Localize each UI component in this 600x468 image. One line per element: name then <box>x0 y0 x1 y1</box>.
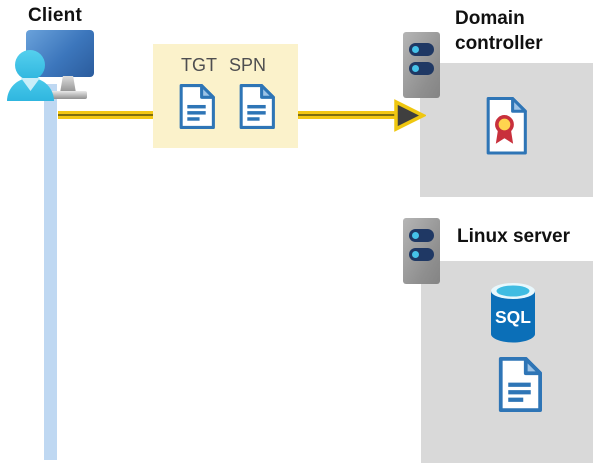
linux-server-server-icon <box>403 218 440 284</box>
linux-server-label: Linux server <box>457 226 570 247</box>
server-bar <box>409 62 434 75</box>
spn-label: SPN <box>229 55 267 75</box>
client-timeline-bar <box>44 84 57 460</box>
domain-controller-label: Domain controller <box>455 8 543 54</box>
keytab-document-icon <box>498 357 542 412</box>
certificate-icon <box>486 97 527 155</box>
server-led <box>412 46 419 53</box>
sql-database-icon: SQL <box>491 283 535 343</box>
server-led <box>412 232 419 239</box>
server-led <box>412 251 419 258</box>
monitor-stand-neck <box>60 76 76 93</box>
spn-document-icon <box>239 84 275 129</box>
server-bar <box>409 43 434 56</box>
ticket-box: TGT SPN <box>153 44 298 148</box>
server-bar <box>409 229 434 242</box>
user-icon <box>15 50 45 80</box>
monitor-stand-base <box>50 91 87 99</box>
client-label: Client <box>28 5 82 26</box>
server-led <box>412 65 419 72</box>
server-bar <box>409 248 434 261</box>
auth-arrow-head-icon <box>394 99 426 132</box>
tgt-document-icon <box>179 84 215 129</box>
sql-text: SQL <box>495 307 531 327</box>
tgt-label: TGT <box>181 55 217 75</box>
domain-controller-server-icon <box>403 32 440 98</box>
